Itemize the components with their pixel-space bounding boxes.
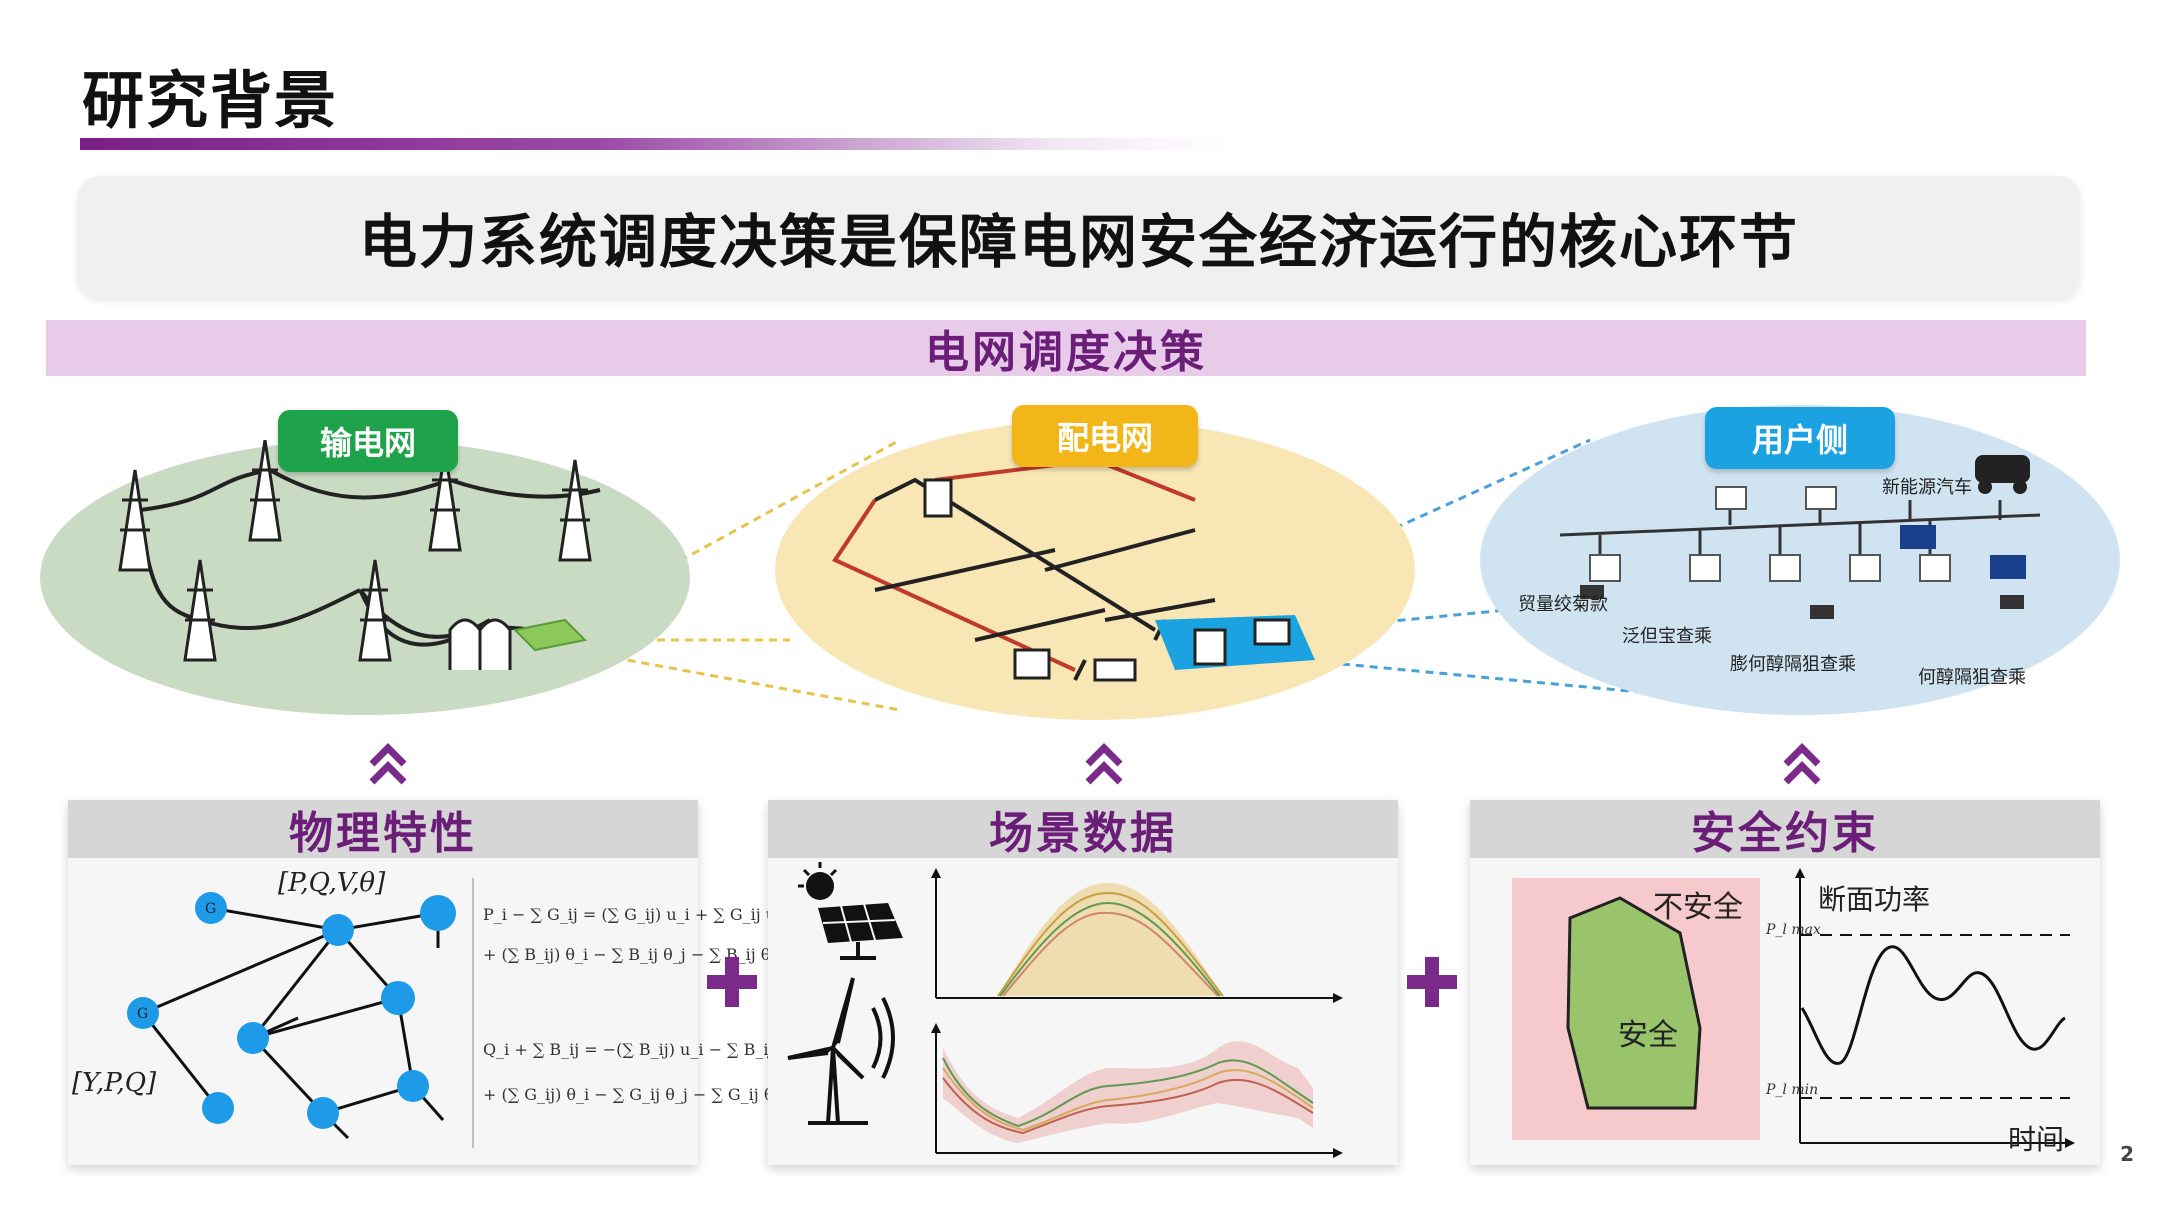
battery-icon xyxy=(1580,585,1604,599)
house-icon xyxy=(1589,554,1621,582)
building-icon xyxy=(1193,628,1227,666)
x-axis-label: 时间 xyxy=(2008,1123,2065,1156)
transmission-tower-icon xyxy=(248,440,282,542)
bus-node xyxy=(202,1092,234,1124)
transmission-network-diagram xyxy=(118,440,601,670)
scenario-panel-title: 场景数据 xyxy=(768,800,1398,859)
house-icon xyxy=(1849,554,1881,582)
scenario-plots xyxy=(787,862,1343,1158)
house-icon xyxy=(1919,554,1951,582)
pmax-label: P_l max xyxy=(1766,922,1821,938)
monitor-icon xyxy=(1900,525,1936,549)
ev-label: 新能源汽车 xyxy=(1882,477,1972,498)
feeder-line-black xyxy=(874,477,1157,632)
power-flow-equation: P_i − ∑ G_ij = (∑ G_ij) u_i + ∑ G_ij u_j xyxy=(483,905,790,924)
bus-node xyxy=(420,895,456,931)
house-icon xyxy=(1769,554,1801,582)
transformer-icon xyxy=(1805,486,1837,510)
plus-icon xyxy=(707,957,757,1007)
selected-region-marker xyxy=(512,618,588,652)
wind-turbine-icon xyxy=(787,977,895,1125)
transmission-tower-icon xyxy=(428,449,462,552)
unsafe-label: 不安全 xyxy=(1653,890,1743,925)
scenario-panel: 场景数据 xyxy=(768,800,1398,1165)
feeder-line-black xyxy=(874,528,1216,642)
safe-label: 安全 xyxy=(1618,1018,1678,1053)
transmission-network-area xyxy=(40,440,690,715)
physics-panel-title: 物理特性 xyxy=(68,800,698,859)
bus-node xyxy=(397,1070,429,1102)
feeder-line-red xyxy=(832,498,1076,672)
solar-icon xyxy=(798,862,903,960)
bus-node xyxy=(237,1022,269,1054)
transformer-icon xyxy=(1715,486,1747,510)
transmission-tower-icon xyxy=(358,559,392,662)
user-label-3: 膨何醇隔狙查乘 xyxy=(1730,654,1856,675)
transmission-network-tag[interactable]: 输电网 xyxy=(278,410,458,472)
node-state-label: [P,Q,V,θ] xyxy=(278,868,386,898)
plus-icon xyxy=(1407,957,1457,1007)
ev-car-icon xyxy=(1975,455,2030,494)
power-line xyxy=(139,468,271,512)
headline: 电力系统调度决策是保障电网安全经济运行的核心环节 xyxy=(358,208,1799,276)
page-title: 研究背景 xyxy=(82,64,339,137)
connector-line xyxy=(544,438,901,637)
chevron-up-icon xyxy=(1085,743,1123,785)
power-flow-equation: + (∑ G_ij) θ_i − ∑ G_ij θ_j − ∑ G_ij θ_j xyxy=(483,1085,787,1104)
power-line xyxy=(138,509,361,631)
power-flow-equation: + (∑ B_ij) θ_i − ∑ B_ij θ_j − ∑ B_ij θ_j xyxy=(483,945,784,964)
battery-icon xyxy=(2000,595,2024,609)
distribution-network-tag[interactable]: 配电网 xyxy=(1012,405,1198,467)
distribution-network-diagram xyxy=(832,457,1315,682)
substation-icon xyxy=(448,618,512,670)
transmission-tower-icon xyxy=(118,469,152,572)
section-band: 电网调度决策 xyxy=(46,320,2086,378)
page-number: 2 xyxy=(2120,1142,2134,1166)
building-icon xyxy=(1253,618,1291,646)
user-label-4: 何醇隔狙查乘 xyxy=(1918,667,2026,688)
monitor-icon xyxy=(1990,555,2026,579)
solar-panel-icon xyxy=(1093,658,1137,682)
physics-panel: 物理特性 G G [P,Q,V,θ] [Y,P,Q] P_i − ∑ G_ij … xyxy=(68,800,802,1165)
bus-node xyxy=(307,1097,339,1129)
house-icon xyxy=(1689,554,1721,582)
transmission-tower-icon xyxy=(183,559,217,662)
safety-panel: 安全约束 不安全 安全 断面功率 时间 P_l max P_l min xyxy=(1470,800,2100,1165)
connector-line xyxy=(1299,658,1831,712)
generator-label: G xyxy=(137,1006,148,1022)
section-power-curve xyxy=(1800,945,2066,1065)
chevron-up-icon xyxy=(1783,743,1821,785)
safety-diagrams xyxy=(1512,868,2075,1148)
power-line xyxy=(269,468,601,500)
user-side-diagram xyxy=(1559,455,2041,619)
chevron-up-icon xyxy=(369,743,407,785)
section-band-label: 电网调度决策 xyxy=(925,327,1207,378)
y-axis-label: 断面功率 xyxy=(1818,883,1931,916)
generator-node xyxy=(127,997,159,1029)
safety-panel-title: 安全约束 xyxy=(1470,800,2100,859)
safe-region xyxy=(1566,896,1702,1110)
selected-region-marker xyxy=(1155,615,1315,670)
bus-node xyxy=(381,981,415,1015)
substation-icon xyxy=(923,478,953,518)
factory-icon xyxy=(1013,648,1051,680)
user-label-1: 贸量绞菊款 xyxy=(1518,594,1608,615)
generator-label: G xyxy=(205,901,216,917)
headline-box: 电力系统调度决策是保障电网安全经济运行的核心环节 xyxy=(78,176,2080,298)
power-network-graph: G G xyxy=(127,878,474,1148)
title-underline xyxy=(80,138,1230,150)
user-side-tag[interactable]: 用户侧 xyxy=(1705,407,1895,469)
power-flow-equation: Q_i + ∑ B_ij = −(∑ B_ij) u_i − ∑ B_ij u_… xyxy=(483,1040,802,1059)
battery-icon xyxy=(1810,605,1834,619)
user-label-2: 泛但宝查乘 xyxy=(1622,626,1712,647)
bus-node xyxy=(322,914,354,946)
node-param-label: [Y,P,Q] xyxy=(72,1068,157,1098)
pmin-label: P_l min xyxy=(1766,1082,1819,1098)
transmission-tower-icon xyxy=(558,459,592,562)
generator-node xyxy=(195,892,227,924)
